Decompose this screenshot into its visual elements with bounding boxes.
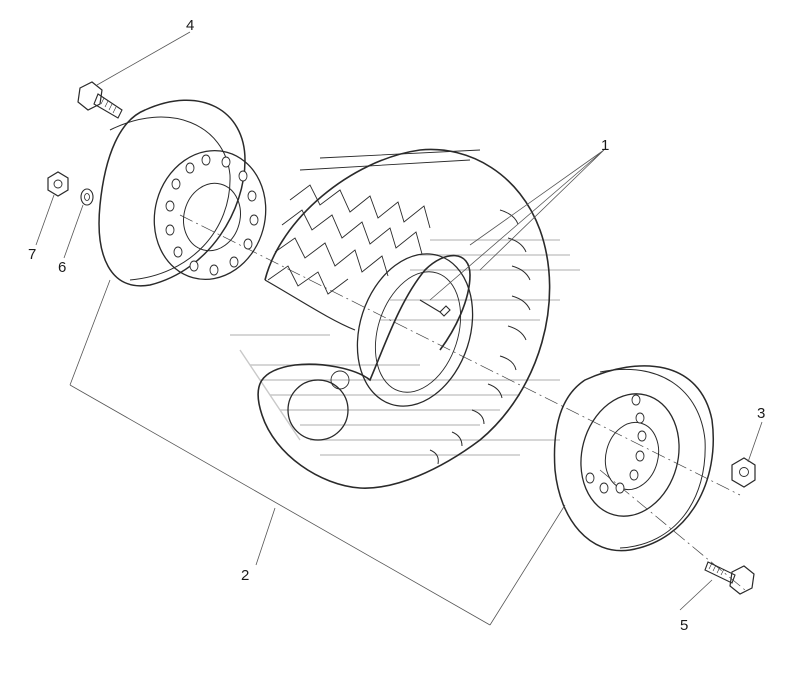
callout-7: 7 (28, 246, 36, 263)
rim-bolt-holes-right (585, 394, 647, 494)
valve-stem (419, 299, 451, 317)
tire-bore (356, 253, 474, 407)
center-axis-line (179, 214, 741, 496)
washer-left (80, 188, 94, 206)
bolt-axis-line (599, 469, 746, 591)
rim-bolt-holes-left (165, 154, 259, 276)
nut-right (731, 457, 756, 488)
callout-5: 5 (680, 617, 688, 634)
side-lugs (429, 209, 531, 465)
tire (257, 148, 551, 489)
callout-1: 1 (601, 137, 609, 154)
watermark-logo (230, 239, 580, 456)
tire-section-hole (287, 379, 349, 441)
callout-4: 4 (186, 17, 194, 34)
nut-left (47, 171, 69, 197)
leader-lines (35, 31, 763, 626)
rim-half-left (98, 99, 267, 287)
rim-half-right (553, 365, 714, 552)
bolt-lower (704, 561, 755, 595)
callout-2: 2 (241, 567, 249, 584)
bolt-upper (77, 81, 123, 119)
tread-pattern (267, 149, 481, 295)
callout-3: 3 (757, 405, 765, 422)
callout-6: 6 (58, 259, 66, 276)
